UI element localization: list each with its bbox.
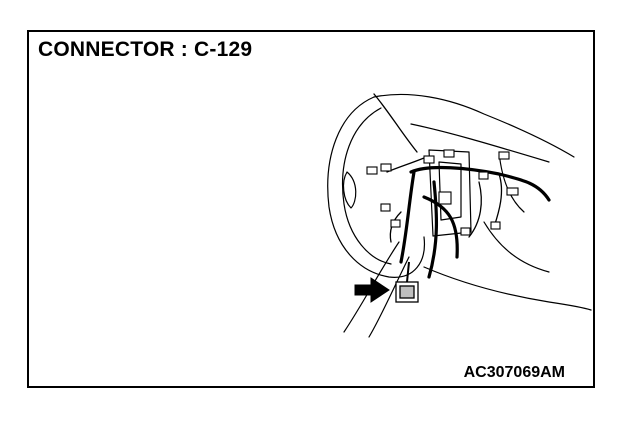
steering-column-lower xyxy=(368,256,410,338)
antenna-wire xyxy=(373,93,418,153)
connector-block xyxy=(506,187,519,196)
target-connector-wire xyxy=(406,261,410,283)
dashboard-upper-line xyxy=(410,123,550,163)
harness-drop-center xyxy=(427,180,439,279)
steering-wheel-rim-inner xyxy=(341,107,392,265)
connector-pointer-arrow xyxy=(354,277,390,303)
steering-wheel-rim xyxy=(327,96,426,278)
diagram-title: CONNECTOR : C-129 xyxy=(38,38,253,61)
harness-drop-left xyxy=(399,170,416,264)
connector-block xyxy=(438,191,452,205)
center-stack-inner xyxy=(438,161,462,221)
connector-block xyxy=(366,166,378,175)
dashboard-lower-edge xyxy=(423,266,592,311)
dashboard-right-contour xyxy=(498,151,525,213)
branch-wire-2 xyxy=(493,173,503,228)
connector-block xyxy=(460,227,471,236)
target-connector-inner xyxy=(399,285,415,299)
connector-block xyxy=(490,221,501,230)
connector-block xyxy=(380,163,392,172)
dashboard-illustration xyxy=(327,93,592,338)
connector-block xyxy=(478,171,489,180)
center-stack xyxy=(428,149,472,237)
harness-loop xyxy=(422,195,459,259)
connector-block xyxy=(498,151,510,160)
connector-block xyxy=(443,149,455,158)
diagram-frame: CONNECTOR : C-129 xyxy=(27,30,595,388)
connector-block xyxy=(423,155,435,164)
steering-hub-pad xyxy=(342,171,357,209)
dashboard-knee-panel xyxy=(483,221,550,273)
figure-code: AC307069AM xyxy=(463,364,565,381)
connector-block xyxy=(380,203,391,212)
connector-block xyxy=(390,219,401,228)
branch-wire-3 xyxy=(468,181,482,238)
dashboard-top-edge xyxy=(373,93,575,158)
